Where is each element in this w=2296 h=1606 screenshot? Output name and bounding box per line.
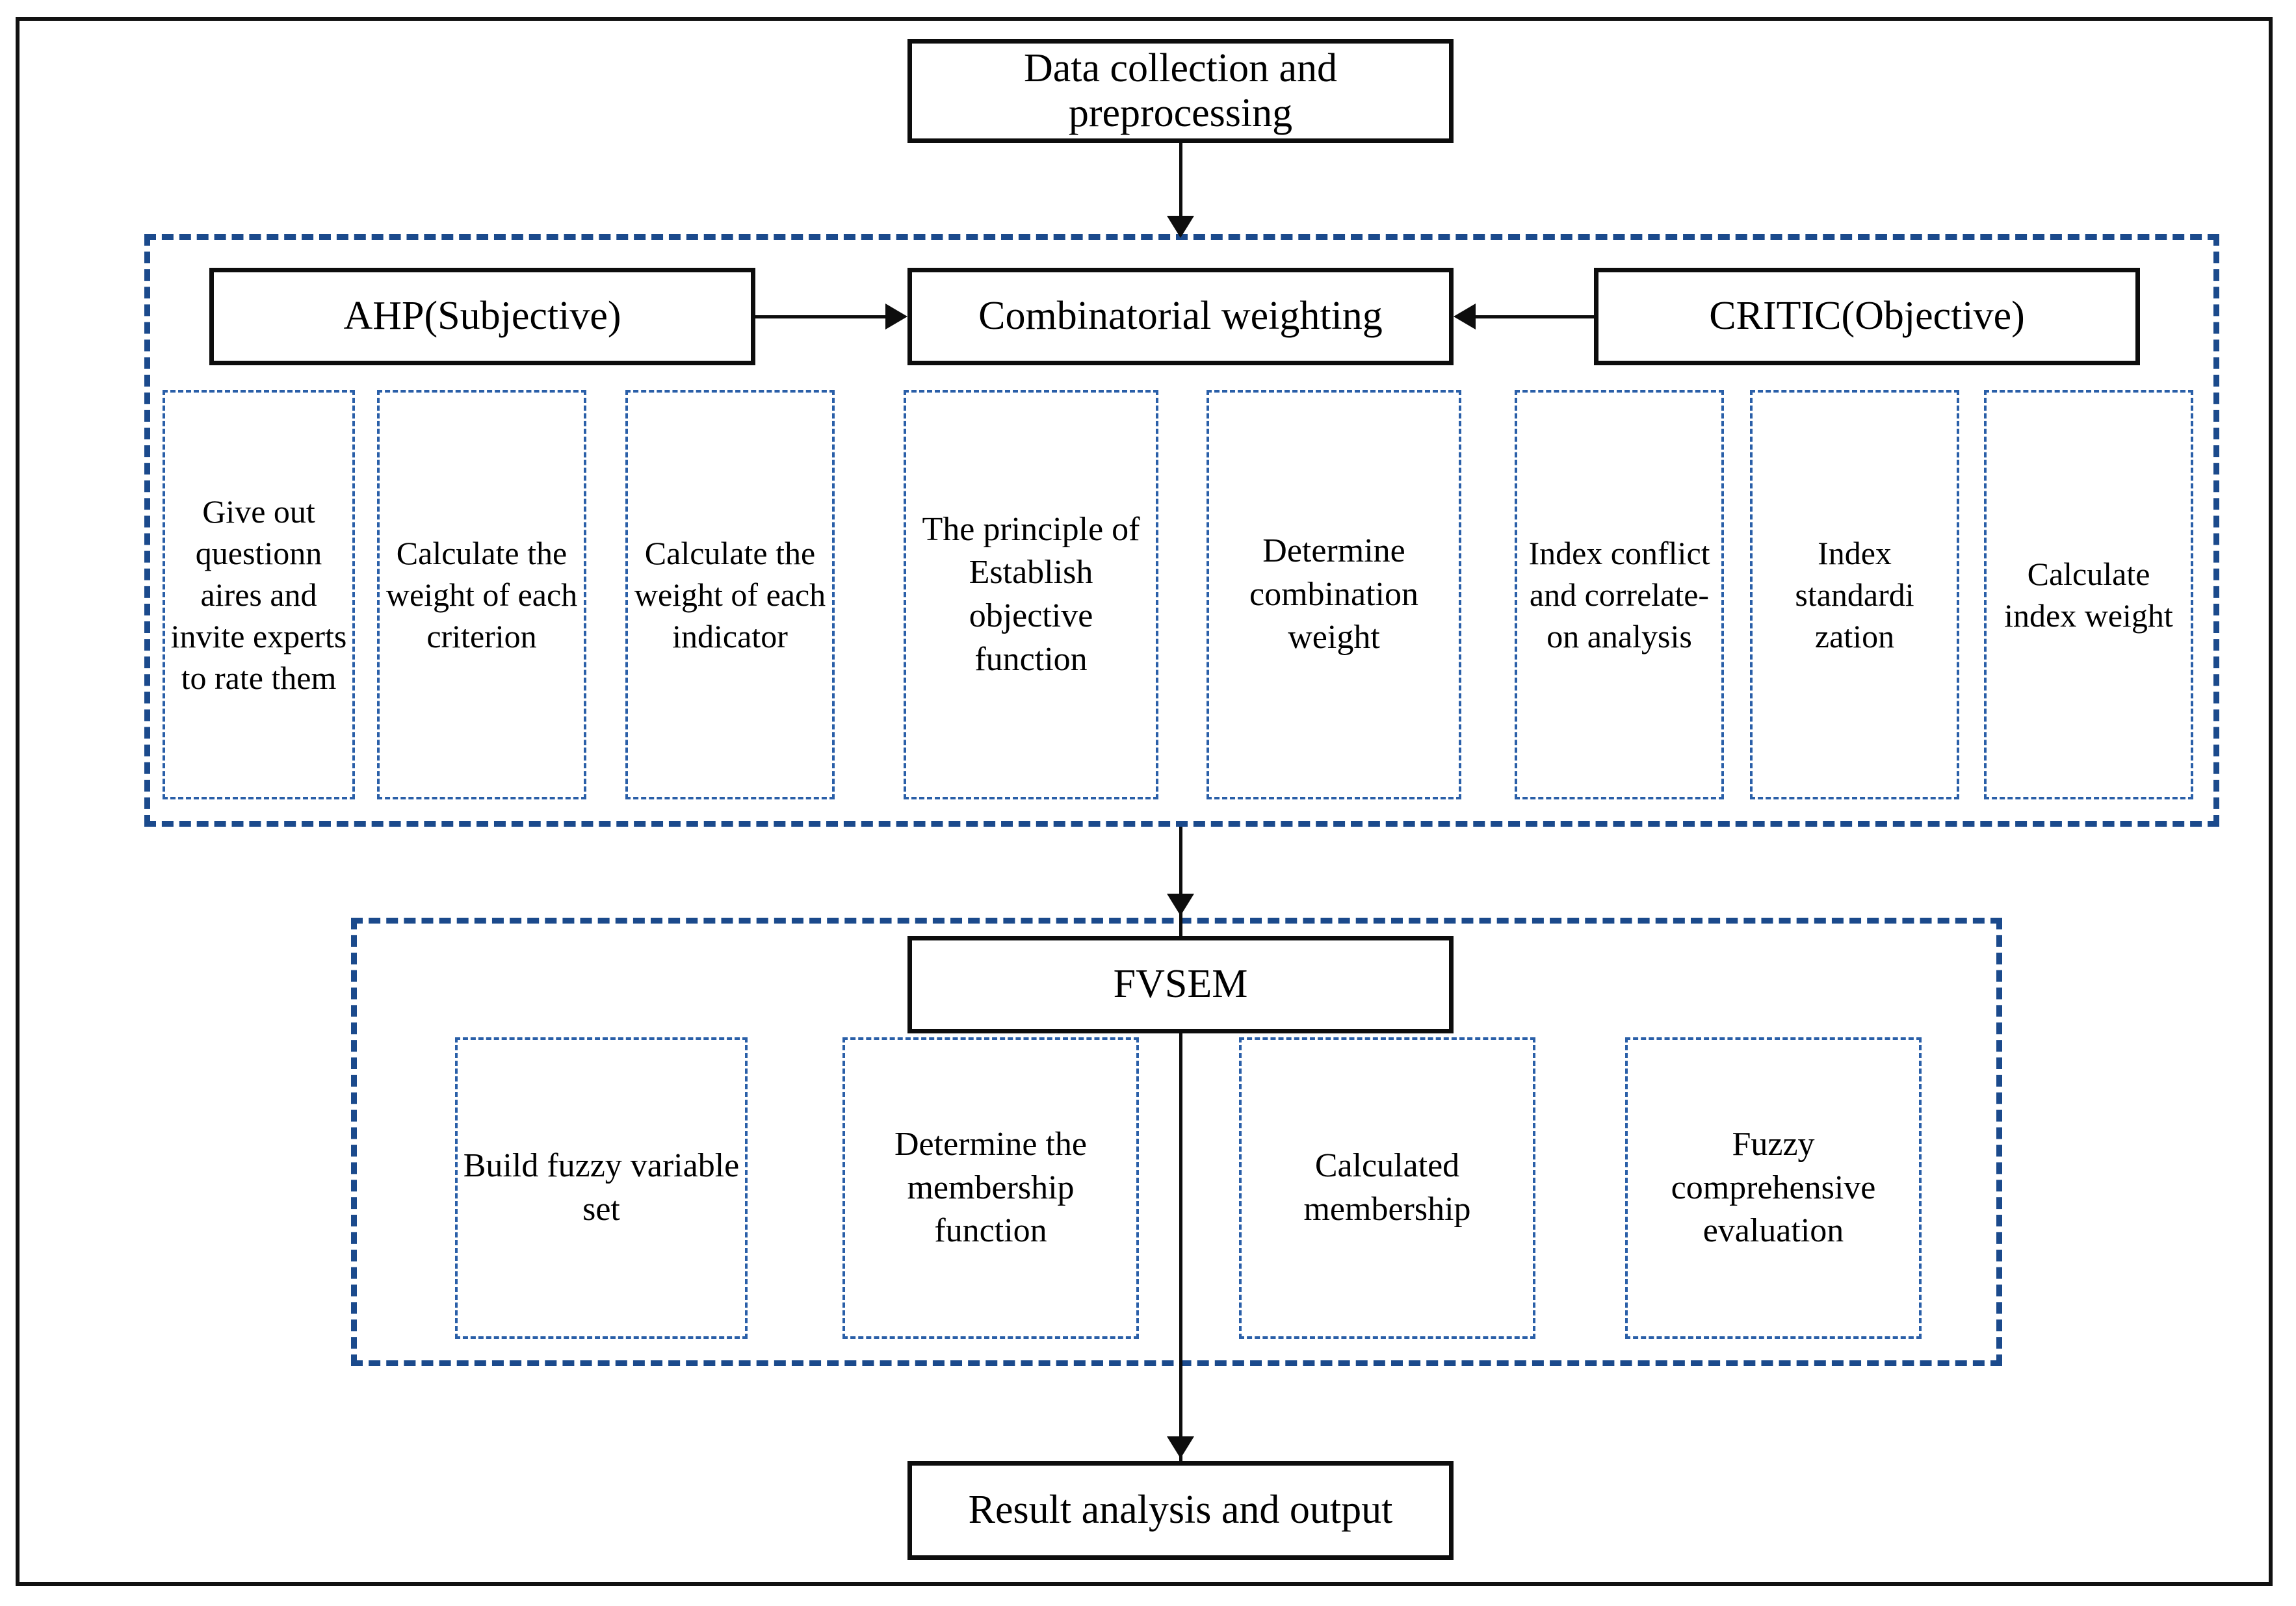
node-fvsem-label: FVSEM — [1113, 962, 1248, 1007]
leaf-calculate-index-weight-label: Calculate index weight — [2004, 556, 2173, 634]
node-data-collection-label: Data collection and preprocessing — [1023, 45, 1337, 135]
leaf-build-fuzzy-variable-set[interactable]: Build fuzzy variable set — [455, 1037, 748, 1339]
node-combinatorial-weighting[interactable]: Combinatorial weighting — [907, 268, 1454, 365]
node-result-analysis-label: Result analysis and output — [968, 1488, 1393, 1533]
leaf-determine-combination-weight-label: Determine combination weight — [1249, 532, 1418, 656]
leaf-give-out-questionnaires-label: Give out questionn aires and invite expe… — [170, 493, 347, 696]
leaf-index-conflict-correlation-label: Index conflict and correlate-on analysis — [1528, 535, 1710, 654]
node-combinatorial-weighting-label: Combinatorial weighting — [978, 294, 1383, 339]
connector-ahp-to-center-arrowhead — [885, 304, 907, 330]
node-ahp-subjective-label: AHP(Subjective) — [343, 294, 621, 339]
leaf-build-fuzzy-variable-set-label: Build fuzzy variable set — [463, 1147, 740, 1228]
leaf-index-conflict-correlation[interactable]: Index conflict and correlate-on analysis — [1515, 390, 1724, 799]
leaf-establish-objective-function[interactable]: The principle of Establish objective fun… — [904, 390, 1158, 799]
connector-weighting-to-fvsem-line — [1179, 827, 1182, 1555]
leaf-determine-combination-weight[interactable]: Determine combination weight — [1207, 390, 1461, 799]
leaf-establish-objective-function-label: The principle of Establish objective fun… — [922, 510, 1140, 678]
connector-top-line — [1179, 143, 1182, 227]
connector-critic-to-center-line — [1474, 315, 1594, 318]
connector-critic-to-center-arrowhead — [1454, 304, 1476, 330]
leaf-determine-membership-function[interactable]: Determine the membership function — [842, 1037, 1139, 1339]
leaf-calculate-index-weight[interactable]: Calculate index weight — [1984, 390, 2193, 799]
group-fvsem — [351, 918, 2002, 1366]
leaf-fuzzy-comprehensive-evaluation[interactable]: Fuzzy comprehensive evaluation — [1625, 1037, 1922, 1339]
leaf-index-standardization-label: Index standardi zation — [1795, 535, 1914, 654]
outer-frame — [16, 17, 2273, 1586]
node-result-analysis[interactable]: Result analysis and output — [907, 1461, 1454, 1560]
connector-ahp-to-center-line — [755, 315, 888, 318]
leaf-calculate-indicator-weight-label: Calculate the weight of each indicator — [634, 535, 826, 654]
node-data-collection[interactable]: Data collection and preprocessing — [907, 39, 1454, 143]
connector-top-arrowhead — [1167, 216, 1194, 238]
leaf-give-out-questionnaires[interactable]: Give out questionn aires and invite expe… — [163, 390, 355, 799]
node-fvsem[interactable]: FVSEM — [907, 936, 1454, 1033]
node-ahp-subjective[interactable]: AHP(Subjective) — [209, 268, 755, 365]
connector-fvsem-to-result-arrowhead — [1167, 1436, 1194, 1458]
leaf-calculated-membership-label: Calculated membership — [1303, 1147, 1471, 1228]
leaf-calculate-indicator-weight[interactable]: Calculate the weight of each indicator — [625, 390, 835, 799]
leaf-calculated-membership[interactable]: Calculated membership — [1239, 1037, 1535, 1339]
leaf-index-standardization[interactable]: Index standardi zation — [1750, 390, 1959, 799]
connector-weighting-to-fvsem-arrowhead — [1167, 894, 1194, 916]
connector-fvsem-to-result-line — [1179, 1366, 1182, 1451]
leaf-fuzzy-comprehensive-evaluation-label: Fuzzy comprehensive evaluation — [1671, 1126, 1876, 1250]
leaf-determine-membership-function-label: Determine the membership function — [894, 1126, 1087, 1250]
node-critic-objective-label: CRITIC(Objective) — [1709, 294, 2025, 339]
leaf-calculate-criterion-weight[interactable]: Calculate the weight of each criterion — [377, 390, 586, 799]
node-critic-objective[interactable]: CRITIC(Objective) — [1594, 268, 2140, 365]
leaf-calculate-criterion-weight-label: Calculate the weight of each criterion — [385, 535, 578, 654]
